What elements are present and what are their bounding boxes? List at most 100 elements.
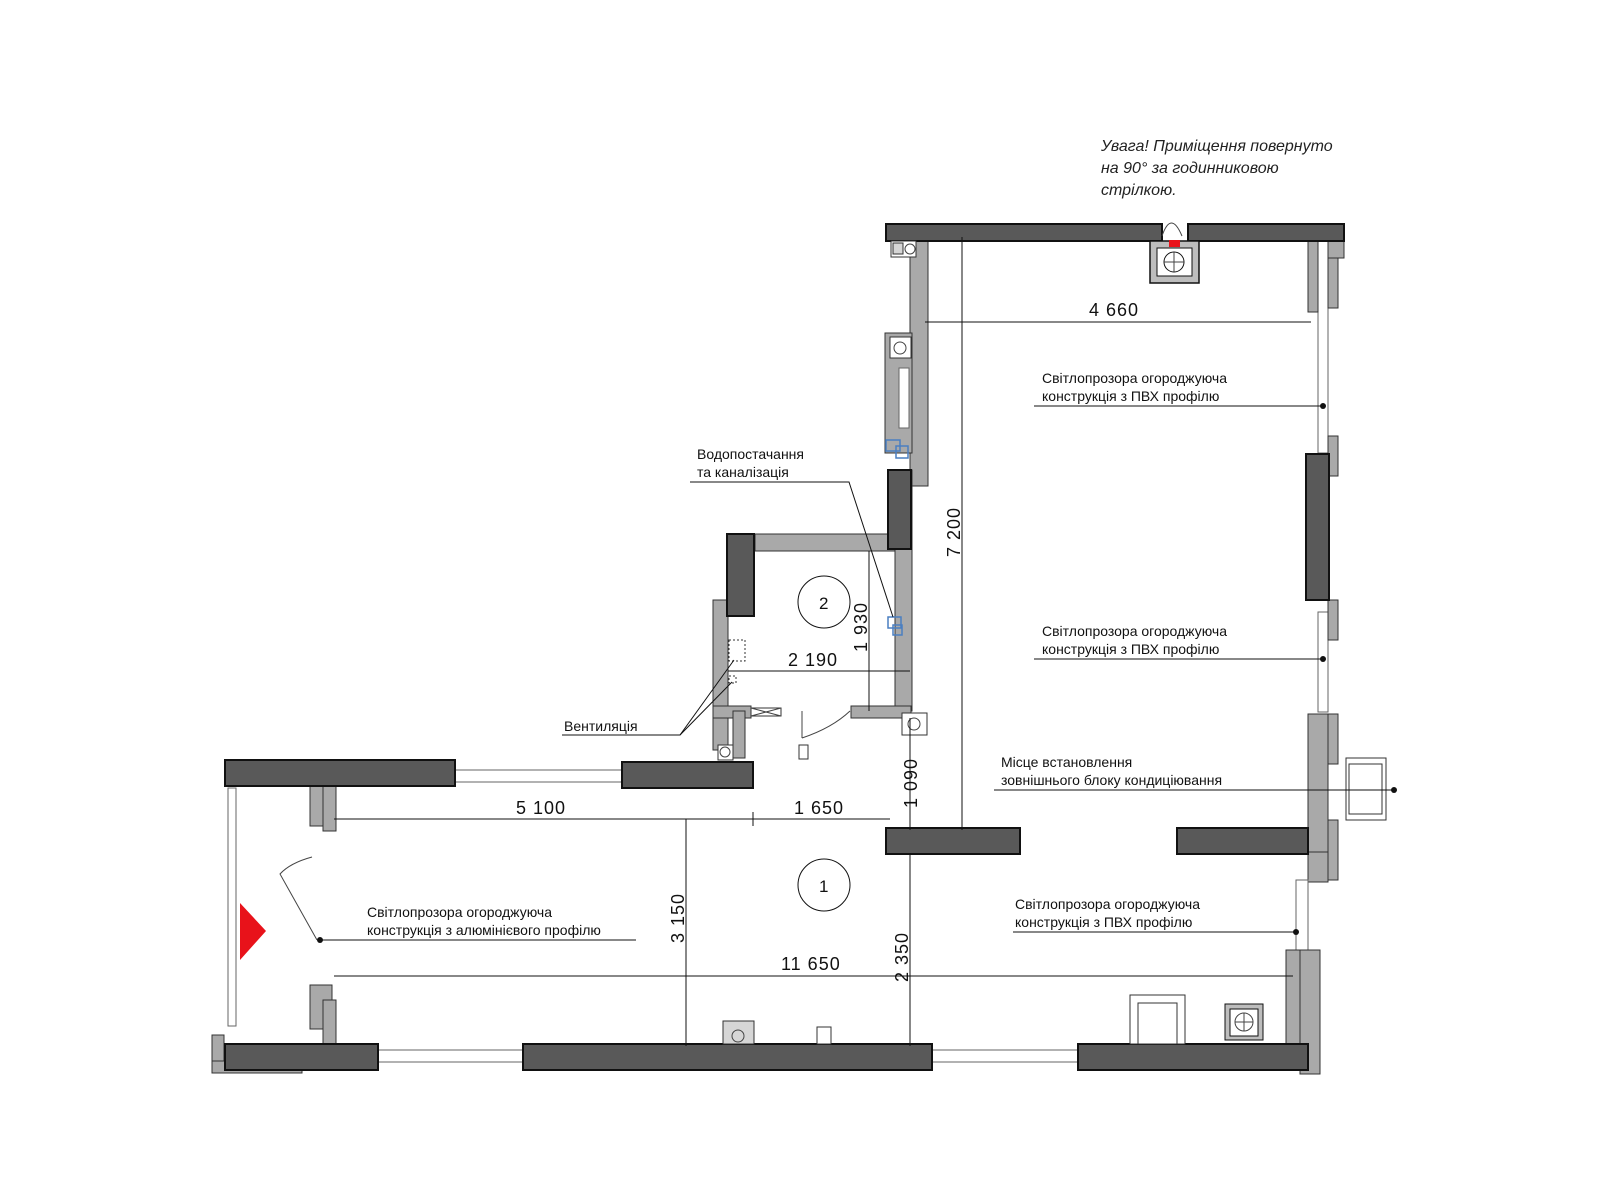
window-segment [898, 367, 910, 429]
valve-icon [816, 1026, 832, 1045]
room-1-number: 1 [819, 877, 828, 896]
wall-block [1187, 223, 1345, 242]
warning-line-2: на 90° за годинниковою [1101, 160, 1279, 177]
room-markers: 2 1 [797, 575, 851, 912]
riser-circle-icon [719, 746, 731, 758]
wall-segment [322, 999, 337, 1046]
label-water-1: Водопостачання [697, 446, 804, 462]
leader-water [690, 481, 894, 618]
wall-block [224, 1043, 379, 1071]
dim-corridor: 1 090 [901, 758, 921, 808]
leader-dot [1320, 656, 1326, 662]
leader-ventilation-2 [679, 681, 733, 736]
water-riser-icon [887, 616, 902, 629]
dim-total-width: 11 650 [781, 954, 841, 974]
dim-right-height: 2 350 [892, 932, 912, 982]
wall-block [726, 533, 755, 617]
warning-line-3: стрілкою. [1101, 182, 1177, 199]
water-riser-icon [892, 624, 903, 636]
riser-circle-icon [904, 243, 916, 255]
warning-line-1: Увага! Приміщення повернуто [1100, 138, 1333, 155]
wall-block [1077, 1043, 1309, 1071]
label-alu-1: Світлопрозора огороджуюча [367, 904, 552, 920]
water-riser-icon [895, 445, 909, 459]
wall-block [621, 761, 754, 789]
label-pvc2-1: Світлопрозора огороджуюча [1042, 623, 1227, 639]
vent-duct-icon [728, 675, 737, 684]
label-ac-1: Місце встановлення [1001, 754, 1132, 770]
wall-segment [1307, 713, 1329, 855]
wall-segment [712, 599, 729, 751]
wall-block [885, 223, 1163, 242]
window-segment [377, 1049, 524, 1063]
label-pvc1-2: конструкція з ПВХ профілю [1042, 388, 1219, 404]
riser-icon [892, 242, 904, 255]
callout-labels: Водопостачання та каналізація Вентиляція… [367, 370, 1227, 938]
riser-icon [901, 712, 928, 736]
label-pvc1-1: Світлопрозора огороджуюча [1042, 370, 1227, 386]
label-pvc2-2: конструкція з ПВХ профілю [1042, 641, 1219, 657]
column-niche-inner [1137, 1002, 1178, 1045]
entrance-door-swing-icon [279, 856, 318, 941]
dim-left-width: 5 100 [516, 798, 566, 818]
label-pvc3-1: Світлопрозора огороджуюча [1015, 896, 1200, 912]
wall-segment [1327, 713, 1339, 765]
engineering-fixtures [279, 222, 1387, 1045]
wall-segment [850, 705, 912, 719]
window-segment [1295, 879, 1309, 951]
wc-door-swing-icon [801, 710, 851, 739]
dimension-texts: 4 660 7 200 1 930 2 190 1 090 5 100 1 65… [516, 300, 1139, 982]
wall-segment [1327, 257, 1339, 309]
wall-block [522, 1043, 933, 1071]
ac-unit-inner [1348, 763, 1383, 815]
wall-segment [1327, 599, 1339, 641]
room-2-number: 2 [819, 594, 828, 613]
window-segment [1317, 239, 1329, 454]
label-ventilation: Вентиляція [564, 718, 638, 734]
load-bearing-walls [224, 223, 1345, 1071]
window-segment [227, 787, 237, 1027]
riser-icon [889, 336, 912, 359]
red-marker-icon [1169, 240, 1180, 247]
dimension-lines [334, 237, 1311, 1046]
wall-segment [909, 239, 929, 487]
wall-block [224, 759, 456, 787]
wall-segment [1327, 819, 1339, 881]
dim-top-width: 4 660 [1089, 300, 1139, 320]
wc-threshold-hatch [750, 707, 782, 717]
leader-dot [317, 937, 323, 943]
room-2-marker [797, 575, 851, 629]
wall-segment [732, 710, 746, 759]
wall-segment [754, 533, 909, 552]
label-pvc3-2: конструкція з ПВХ профілю [1015, 914, 1192, 930]
window-segment [454, 769, 624, 783]
leader-dot [1391, 787, 1397, 793]
window-segment [931, 1049, 1079, 1063]
leader-dot [1293, 929, 1299, 935]
entrance-arrow-icon [240, 903, 266, 960]
wall-block [887, 469, 912, 550]
rotation-warning-note: Увага! Приміщення повернуто на 90° за го… [1100, 138, 1333, 199]
leader-dot [1320, 403, 1326, 409]
label-alu-2: конструкція з алюмінієвого профілю [367, 922, 601, 938]
dim-wc-width: 2 190 [788, 650, 838, 670]
label-water-2: та каналізація [697, 464, 789, 480]
wall-segment [322, 785, 337, 832]
riser-circle-icon [907, 717, 921, 731]
vent-duct-icon [728, 639, 746, 662]
wall-segment [1307, 239, 1319, 313]
room-1-marker [797, 858, 851, 912]
riser-circle-icon [893, 341, 907, 355]
wall-block [1176, 827, 1309, 855]
wall-block [885, 827, 1021, 855]
label-ac-2: зовнішнього блоку кондиціювання [1001, 772, 1222, 788]
riser-icon [722, 1020, 755, 1045]
dim-height-right: 7 200 [944, 507, 964, 557]
dim-mid-width: 1 650 [794, 798, 844, 818]
dim-room-height: 3 150 [668, 893, 688, 943]
wall-segment [1307, 851, 1329, 883]
riser-circle-icon [731, 1029, 745, 1043]
door-swing-icon [1161, 222, 1183, 237]
dim-wc-height: 1 930 [851, 602, 871, 652]
